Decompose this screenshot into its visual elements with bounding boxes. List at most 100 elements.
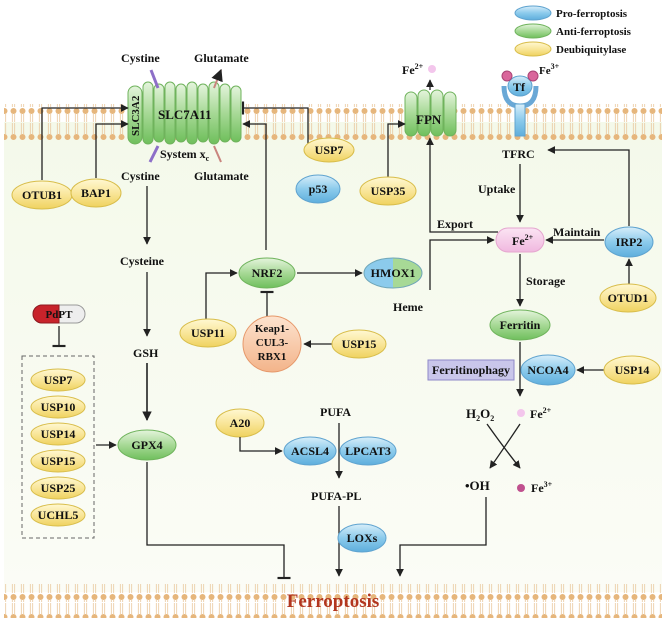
cystine-extracellular: Cystine — [121, 51, 160, 65]
keap1-cul3-rbx1-node — [242, 315, 302, 373]
heme-to-fe2 — [429, 236, 495, 290]
fe3-fenton-sup: 3+ — [544, 480, 553, 489]
usp7-label: USP7 — [315, 143, 344, 157]
fe2-fenton-ion — [517, 409, 525, 417]
plasma-membrane — [4, 104, 662, 140]
irp2-label: IRP2 — [616, 235, 643, 249]
ferritinophagy-label: Ferritinophagy — [432, 363, 510, 377]
fe2-center-label: Fe2+ — [512, 233, 534, 248]
oh-to-ferroptosis — [396, 497, 487, 577]
system-xc-label: System xc — [160, 147, 210, 163]
pdpt-label: PdPT — [46, 309, 74, 321]
gsh-label: GSH — [133, 346, 159, 360]
glutamate-intracellular: Glutamate — [194, 169, 249, 183]
otub1-to-slc7a11 — [41, 104, 129, 180]
gpx4-inhibits-ferroptosis — [146, 462, 291, 580]
hmox1-label: HMOX1 — [371, 266, 416, 280]
bottom-membrane — [4, 584, 662, 618]
slc3a2-label: SLC3A2 — [130, 95, 142, 136]
fe2-fenton-label: Fe2+ — [530, 406, 552, 421]
legend-swatch-pro — [514, 5, 552, 21]
fe2-center-base: Fe — [512, 234, 525, 248]
fe3-fenton-base: Fe — [531, 481, 544, 495]
gpx4-label: GPX4 — [131, 438, 162, 452]
ncoa4-node — [520, 354, 576, 386]
p53-node — [295, 174, 341, 204]
dub-list-item-label: USP10 — [41, 400, 76, 414]
gpx4-node — [117, 429, 177, 461]
fe3-out-sup: 3+ — [551, 62, 560, 71]
usp15-mid-node — [331, 329, 387, 359]
h2o2-label: H2O2 — [466, 406, 494, 423]
ferritinophagy-box — [427, 359, 515, 381]
legend-label-pro: Pro-ferroptosis — [556, 8, 628, 20]
fe2-extracellular-label: Fe2+ — [402, 62, 424, 77]
glutamate-extracellular: Glutamate — [194, 51, 249, 65]
hydroxyl-radical-label: •OH — [465, 478, 490, 493]
keap1-line3: RBX1 — [258, 351, 287, 363]
cystine-enter-arrow — [148, 145, 160, 163]
usp35-label: USP35 — [371, 184, 406, 198]
fe3-fenton-label: Fe3+ — [531, 480, 553, 495]
loxs-node — [337, 523, 387, 553]
usp11-label: USP11 — [191, 326, 225, 340]
dub-list-item-node — [30, 368, 86, 392]
fe3-out-base: Fe — [539, 65, 551, 77]
a20-label: A20 — [230, 416, 251, 430]
dub-list-item-label: USP15 — [41, 454, 76, 468]
dub-list-box — [21, 355, 95, 539]
system-xc-sub: c — [206, 154, 210, 163]
nrf2-node — [238, 257, 296, 289]
fe3-fenton-ion — [517, 484, 525, 492]
dub-list-item-node — [30, 422, 86, 446]
fpn-label: FPN — [416, 112, 442, 127]
bap1-node — [70, 178, 122, 208]
export-label: Export — [437, 217, 473, 231]
irp2-to-tfrc — [547, 146, 630, 226]
dub-list-item-label: USP7 — [44, 373, 73, 387]
usp35-node — [359, 176, 417, 206]
cysteine-label: Cysteine — [120, 254, 165, 268]
fe2-out-sup: 2+ — [415, 62, 424, 71]
h2o2-sub1: 2 — [476, 414, 480, 423]
h2o2-h: H — [466, 406, 476, 421]
slc7a11-transporter — [127, 81, 242, 145]
legend-label-dub: Deubiquitylase — [556, 44, 626, 56]
system-xc-main: System x — [160, 147, 206, 161]
usp7-node — [303, 137, 355, 163]
nrf2-to-slc7a11 — [242, 120, 267, 250]
dub-list-item-node — [30, 476, 86, 500]
heme-label: Heme — [393, 300, 424, 314]
ferritin-label: Ferritin — [500, 318, 541, 332]
usp11-node — [179, 318, 237, 348]
tf-label: Tf — [513, 80, 526, 94]
tfrc-label: TFRC — [502, 147, 535, 161]
cystine-influx-arrow — [149, 69, 160, 89]
h2o2-sub2: 2 — [490, 414, 494, 423]
glutamate-enter-line — [213, 145, 222, 163]
fe2-fenton-sup: 2+ — [543, 406, 552, 415]
ferritin-node — [489, 309, 551, 341]
acsl4-label: ACSL4 — [291, 444, 329, 458]
loxs-label: LOXs — [347, 531, 378, 545]
storage-label: Storage — [526, 274, 566, 288]
dub-list-item-node — [30, 449, 86, 473]
dub-list-item-label: USP25 — [41, 481, 76, 495]
usp15-mid-label: USP15 — [342, 337, 377, 351]
otud1-label: OTUD1 — [608, 291, 649, 305]
fe2-export-to-fpn — [426, 137, 498, 233]
keap1-line2: CUL3- — [256, 337, 289, 349]
p53-label: p53 — [309, 182, 328, 196]
cystine-intracellular: Cystine — [121, 169, 160, 183]
pufa-label: PUFA — [320, 405, 351, 419]
bap1-label: BAP1 — [81, 186, 111, 200]
keap1-line1: Keap1- — [255, 323, 290, 335]
ferroptosis-label: Ferroptosis — [287, 591, 380, 612]
h2o2-o: O — [480, 406, 490, 421]
a20-to-acsl4 — [239, 437, 283, 455]
legend-swatch-anti — [514, 23, 552, 39]
pdpt-capsule — [32, 304, 86, 324]
slc7a11-label: SLC7A11 — [158, 107, 211, 122]
